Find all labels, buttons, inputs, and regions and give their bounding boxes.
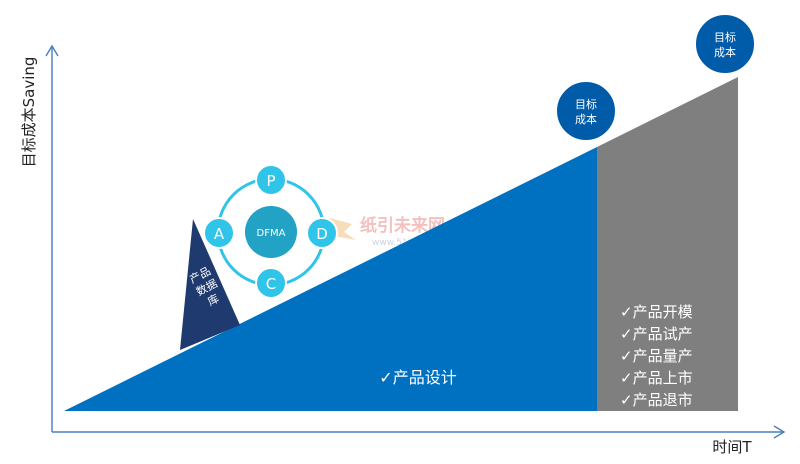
design-phase-area [64,147,597,411]
badge-circle [694,13,756,75]
production-item: ✓产品试产 [620,325,693,343]
production-item: ✓产品退市 [620,391,693,409]
production-item: ✓产品上市 [620,369,693,387]
design-phase-label: ✓产品设计 [379,368,456,387]
badge-line-2: 成本 [714,45,736,59]
watermark-text: 纸引未来网 [360,215,445,236]
badge-line-1: 目标 [575,97,597,111]
cycle-node-do [306,217,338,249]
cycle-node-check [255,267,287,299]
cycle-node-plan [255,164,287,196]
cycle-center-label: DFMA [257,228,286,239]
pdca-cycle: DFMA P D C A [203,164,338,299]
cycle-node-do-label: D [316,225,328,243]
production-phase-list: ✓产品开模 ✓产品试产 ✓产品量产 ✓产品上市 ✓产品退市 [620,303,693,409]
cycle-node-plan-label: P [266,172,275,190]
production-item: ✓产品开模 [620,303,693,321]
target-cost-badge-design: 目标 成本 [555,80,617,142]
x-axis-arrow-icon [773,425,786,439]
cycle-node-check-label: C [266,275,276,293]
database-label-line-3: 库 [205,292,221,309]
badge-circle [555,80,617,142]
cycle-node-act-label: A [214,225,225,243]
cycle-center [245,206,297,258]
x-axis-label: 时间T [712,438,752,456]
production-phase-area [597,77,738,411]
y-axis-arrow-icon [45,44,59,57]
badge-line-1: 目标 [714,30,736,44]
target-cost-badge-production: 目标 成本 [694,13,756,75]
product-database [180,219,240,350]
cycle-node-act [203,217,235,249]
production-item: ✓产品量产 [620,347,693,365]
y-axis-label: 目标成本Saving [20,57,38,168]
database-label: 产品 数据 库 [187,264,221,309]
badge-line-2: 成本 [575,112,597,126]
